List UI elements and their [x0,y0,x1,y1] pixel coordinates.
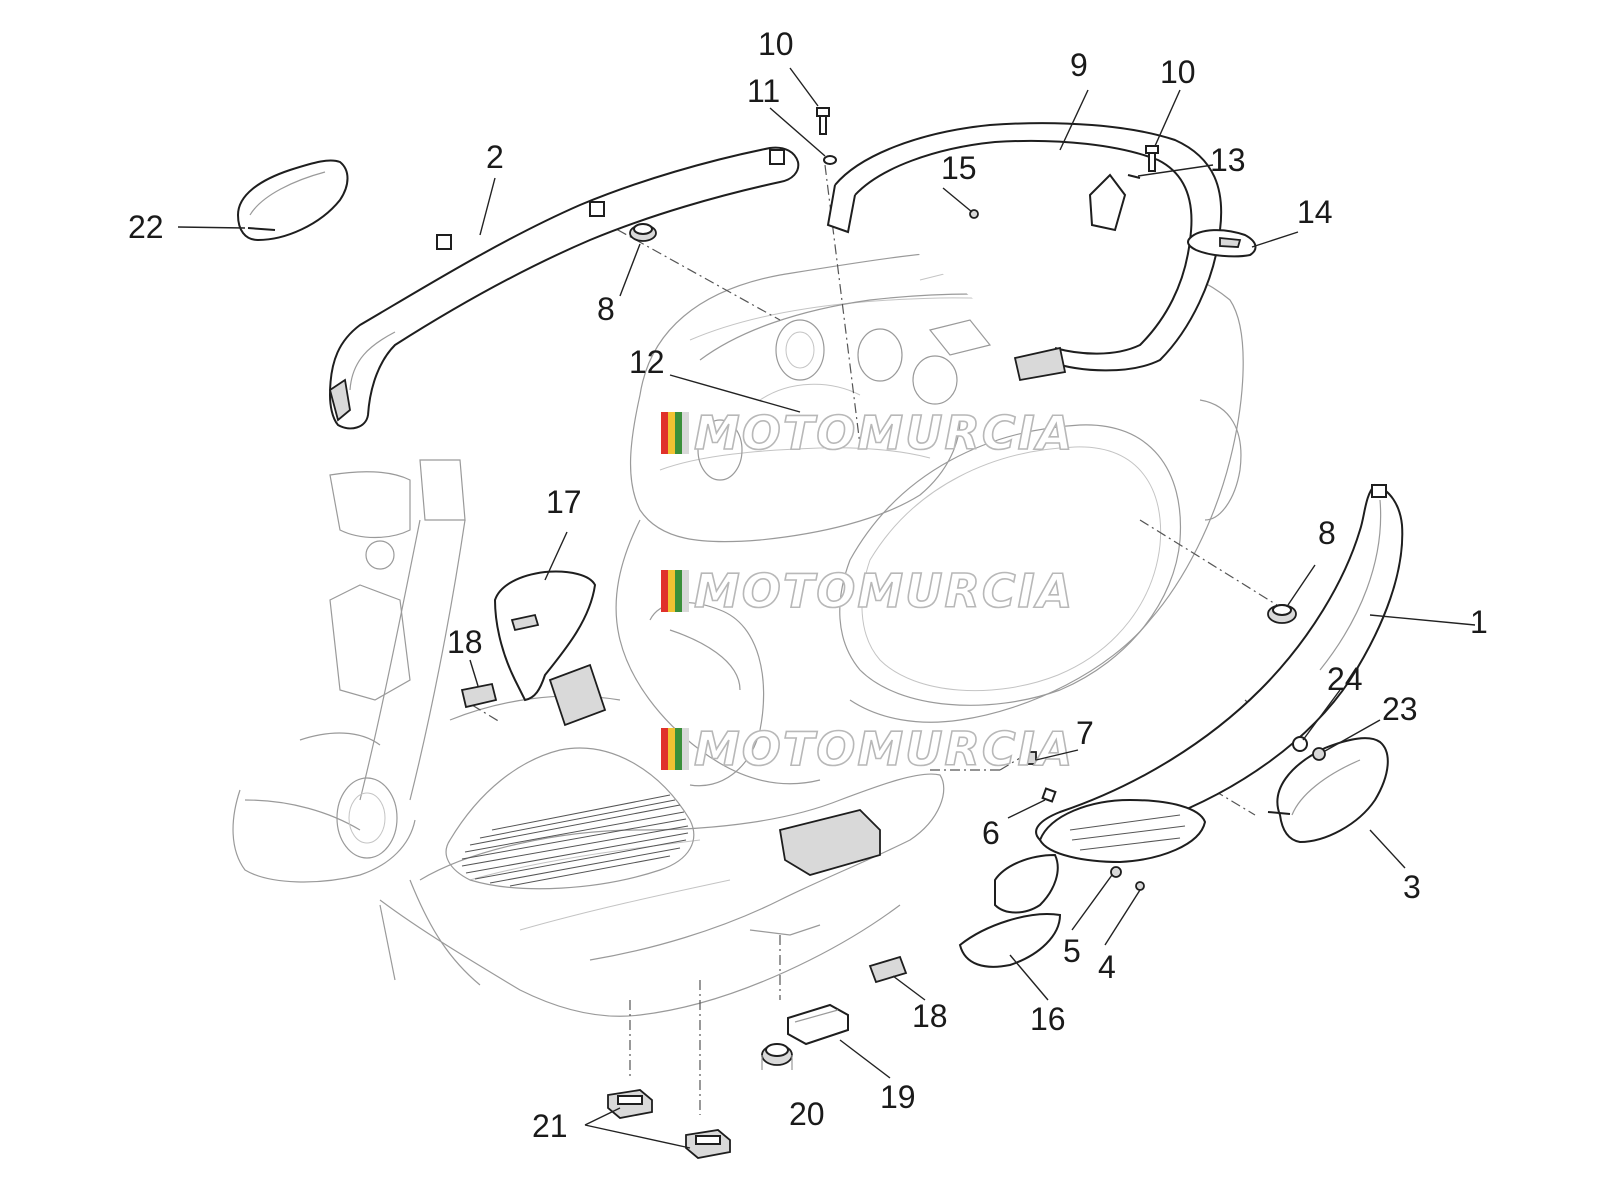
callout-20: 20 [789,1096,825,1132]
part-10-screw-left [816,107,830,135]
part-24-spring-washer [1292,736,1308,752]
watermark-3: MOTOMURCIA [661,721,1074,777]
part-3-right-bracket [1267,737,1389,844]
part-10-screw-right [1145,145,1159,172]
callout-12: 12 [629,344,665,380]
part-2-left-rail [328,146,800,430]
scooter-body-outline [232,244,1244,1017]
callout-22: 22 [128,209,164,245]
callout-14: 14 [1297,194,1333,230]
part-17-inner-cover [493,570,597,702]
part-21-plug-upper [607,1089,653,1119]
callout-9: 9 [1070,47,1088,83]
callout-10-left: 10 [758,26,794,62]
part-7-clip [1021,751,1037,765]
callout-13: 13 [1210,142,1246,178]
part-11-washer [823,155,837,165]
callout-18-lower: 18 [912,998,948,1034]
part-16-lower-cover [958,853,1062,968]
callout-18-upper: 18 [447,624,483,660]
callout-8-lower: 8 [1318,515,1336,551]
part-23-washer [1312,747,1326,761]
part-18-clip-upper [460,682,498,709]
part-18-clip-lower [868,955,908,984]
callout-17: 17 [546,484,582,520]
callout-8-upper: 8 [597,291,615,327]
callout-3: 3 [1403,869,1421,905]
callout-21: 21 [532,1108,568,1144]
watermark-text: MOTOMURCIA [694,564,1074,618]
part-5-screw [1110,866,1122,878]
callout-7: 7 [1076,715,1094,751]
floor-mat-hatching [461,794,689,887]
callout-16: 16 [1030,1001,1066,1037]
callout-10-right: 10 [1160,54,1196,90]
callout-labels: 1 2 3 4 5 6 7 8 8 9 10 10 11 12 13 14 15… [128,26,1488,1144]
watermark-1: MOTOMURCIA [661,405,1074,461]
part-21-plug-lower [685,1129,731,1159]
callout-2: 2 [486,139,504,175]
part-4-screw [1135,881,1145,891]
part-13-pin [1127,174,1141,179]
callout-6: 6 [982,815,1000,851]
part-14-rear-cap [1187,229,1257,258]
callout-19: 19 [880,1079,916,1115]
watermark-2: MOTOMURCIA [661,563,1074,619]
callout-5: 5 [1063,933,1081,969]
leader-lines [177,67,1476,1149]
watermark-text: MOTOMURCIA [694,406,1074,460]
callout-24: 24 [1327,661,1363,697]
callout-11: 11 [747,73,780,109]
part-8-grommet-upper [629,223,657,242]
callout-4: 4 [1098,949,1116,985]
rear-step-plate [1038,798,1207,864]
part-19-rubber-block [787,1003,849,1046]
callout-1: 1 [1470,604,1488,640]
callout-15: 15 [941,150,977,186]
part-20-grommet [761,1043,793,1070]
part-9-rear-rack [826,122,1223,382]
part-22-left-bracket [236,159,349,242]
watermark-text: MOTOMURCIA [694,722,1074,776]
part-6-nut [1041,787,1057,803]
callout-23: 23 [1382,691,1418,727]
part-8-grommet-lower [1267,604,1297,624]
